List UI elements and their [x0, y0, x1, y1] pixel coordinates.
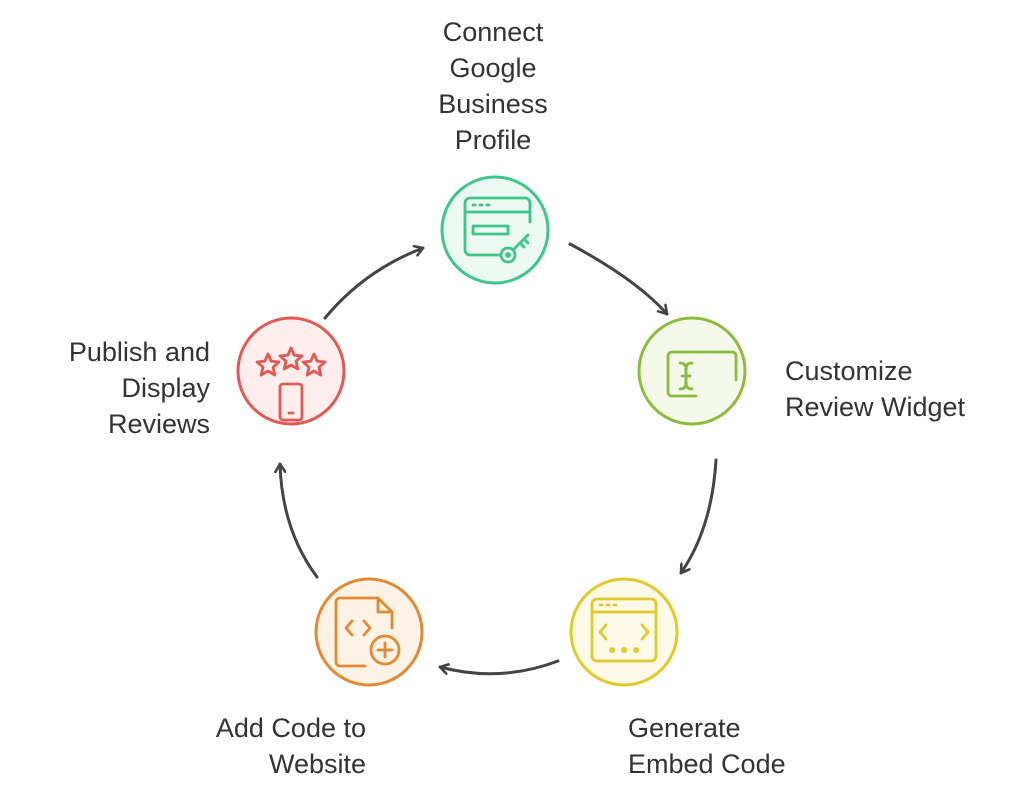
step-publish [236, 316, 346, 426]
step-add-circle [314, 577, 424, 687]
star-right-icon [301, 352, 327, 377]
label-line: Publish and [68, 337, 210, 367]
code-window-icon [590, 597, 658, 663]
label-line: Display [121, 373, 210, 403]
label-generate-embed-code: Generate Embed Code [628, 710, 858, 782]
label-line: Embed Code [628, 749, 786, 779]
arrow-generate-to-add [438, 659, 560, 676]
step-publish-circle [236, 316, 346, 426]
label-customize-review-widget: Customize Review Widget [785, 353, 1015, 425]
label-line: Reviews [107, 409, 210, 439]
label-add-code-to-website: Add Code to Website [126, 710, 366, 782]
label-publish-and-display-reviews: Publish and Display Reviews [20, 334, 210, 442]
step-connect [440, 175, 550, 285]
code-file-add-icon [334, 596, 401, 668]
label-line: Generate [628, 713, 741, 743]
label-line: Profile [454, 125, 532, 155]
label-line: Customize [785, 356, 913, 386]
phone-icon [278, 382, 304, 422]
label-connect-google-business-profile: Connect Google Business Profile [393, 14, 593, 158]
label-line: Review Widget [785, 392, 966, 422]
step-customize-circle [637, 316, 747, 426]
step-generate [569, 577, 679, 687]
flow-arrows [280, 242, 718, 676]
step-connect-circle [440, 175, 550, 285]
text-cursor-window-icon [666, 350, 738, 398]
stars-phone-icon [255, 346, 327, 422]
label-line: Google [449, 53, 537, 83]
browser-key-icon [463, 196, 532, 264]
arrow-add-to-publish [280, 462, 319, 579]
arrow-customize-to-generate [679, 458, 718, 575]
label-line: Business [438, 89, 548, 119]
arrow-publish-to-connect [323, 248, 425, 320]
star-center-icon [278, 346, 304, 371]
label-line: Connect [442, 17, 544, 47]
step-add [314, 577, 424, 687]
label-line: Add Code to [215, 713, 366, 743]
step-generate-circle [569, 577, 679, 687]
arrow-connect-to-customize [568, 242, 669, 316]
label-line: Website [268, 749, 366, 779]
step-customize [637, 316, 747, 426]
star-left-icon [255, 352, 281, 377]
